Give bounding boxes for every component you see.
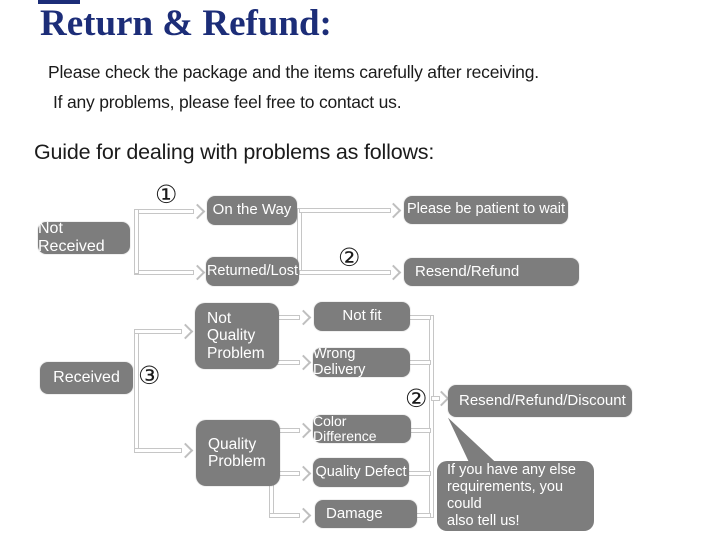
arrowhead-icon [177,323,194,340]
step-marker-1: ① [155,180,178,209]
step-marker-2-bottom: ② [405,384,428,413]
node-not-quality-problem: Not Quality Problem [195,303,279,369]
connector-line [134,329,139,451]
connector-line [299,208,391,213]
arrowhead-icon [295,309,312,326]
arrowhead-icon [295,507,312,524]
connector-line [134,209,194,214]
connector-line [431,396,440,401]
node-quality-defect: Quality Defect [313,458,409,487]
intro-line-1: Please check the package and the items c… [48,62,539,82]
connector-line [409,428,431,433]
node-received: Received [40,362,133,394]
connector-line [406,471,431,476]
arrowhead-icon [189,264,206,281]
connector-line [407,360,431,365]
guide-heading: Guide for dealing with problems as follo… [34,140,435,164]
connector-line [134,270,194,275]
connector-line [134,209,139,274]
connector-line [134,448,182,453]
node-resend-refund-discount: Resend/Refund/Discount [448,385,632,417]
arrowhead-icon [385,202,402,219]
arrowhead-icon [385,264,402,281]
arrowhead-icon [295,354,312,371]
arrowhead-icon [177,442,194,459]
node-color-difference: Color Difference [313,413,411,444]
arrowhead-icon [295,422,312,439]
step-marker-2-top: ② [338,243,361,272]
node-wrong-delivery: Wrong Delivery [313,346,410,377]
node-not-fit: Not fit [314,302,410,331]
node-returned-lost: Returned/Lost [206,257,299,286]
node-quality-problem: Quality Problem [196,420,280,486]
connector-line [134,329,182,334]
node-resend-refund: Resend/Refund [404,258,579,286]
connector-line [299,270,391,275]
connector-line [269,513,300,518]
decorative-bar [38,0,80,4]
connector-line [408,315,431,320]
page-title: Return & Refund: [40,3,332,44]
arrowhead-icon [433,390,450,407]
arrowhead-icon [189,203,206,220]
step-marker-3: ③ [138,361,161,390]
node-damage: Damage [315,500,417,528]
intro-line-2: If any problems, please feel free to con… [53,92,402,112]
note-bubble: If you have any else requirements, you c… [437,461,594,531]
node-please-wait: Please be patient to wait [404,196,568,224]
node-not-received: Not Received [38,220,130,255]
arrowhead-icon [295,465,312,482]
connector-line [429,315,434,518]
node-on-the-way: On the Way [207,196,297,225]
speech-bubble-tail [447,417,498,465]
